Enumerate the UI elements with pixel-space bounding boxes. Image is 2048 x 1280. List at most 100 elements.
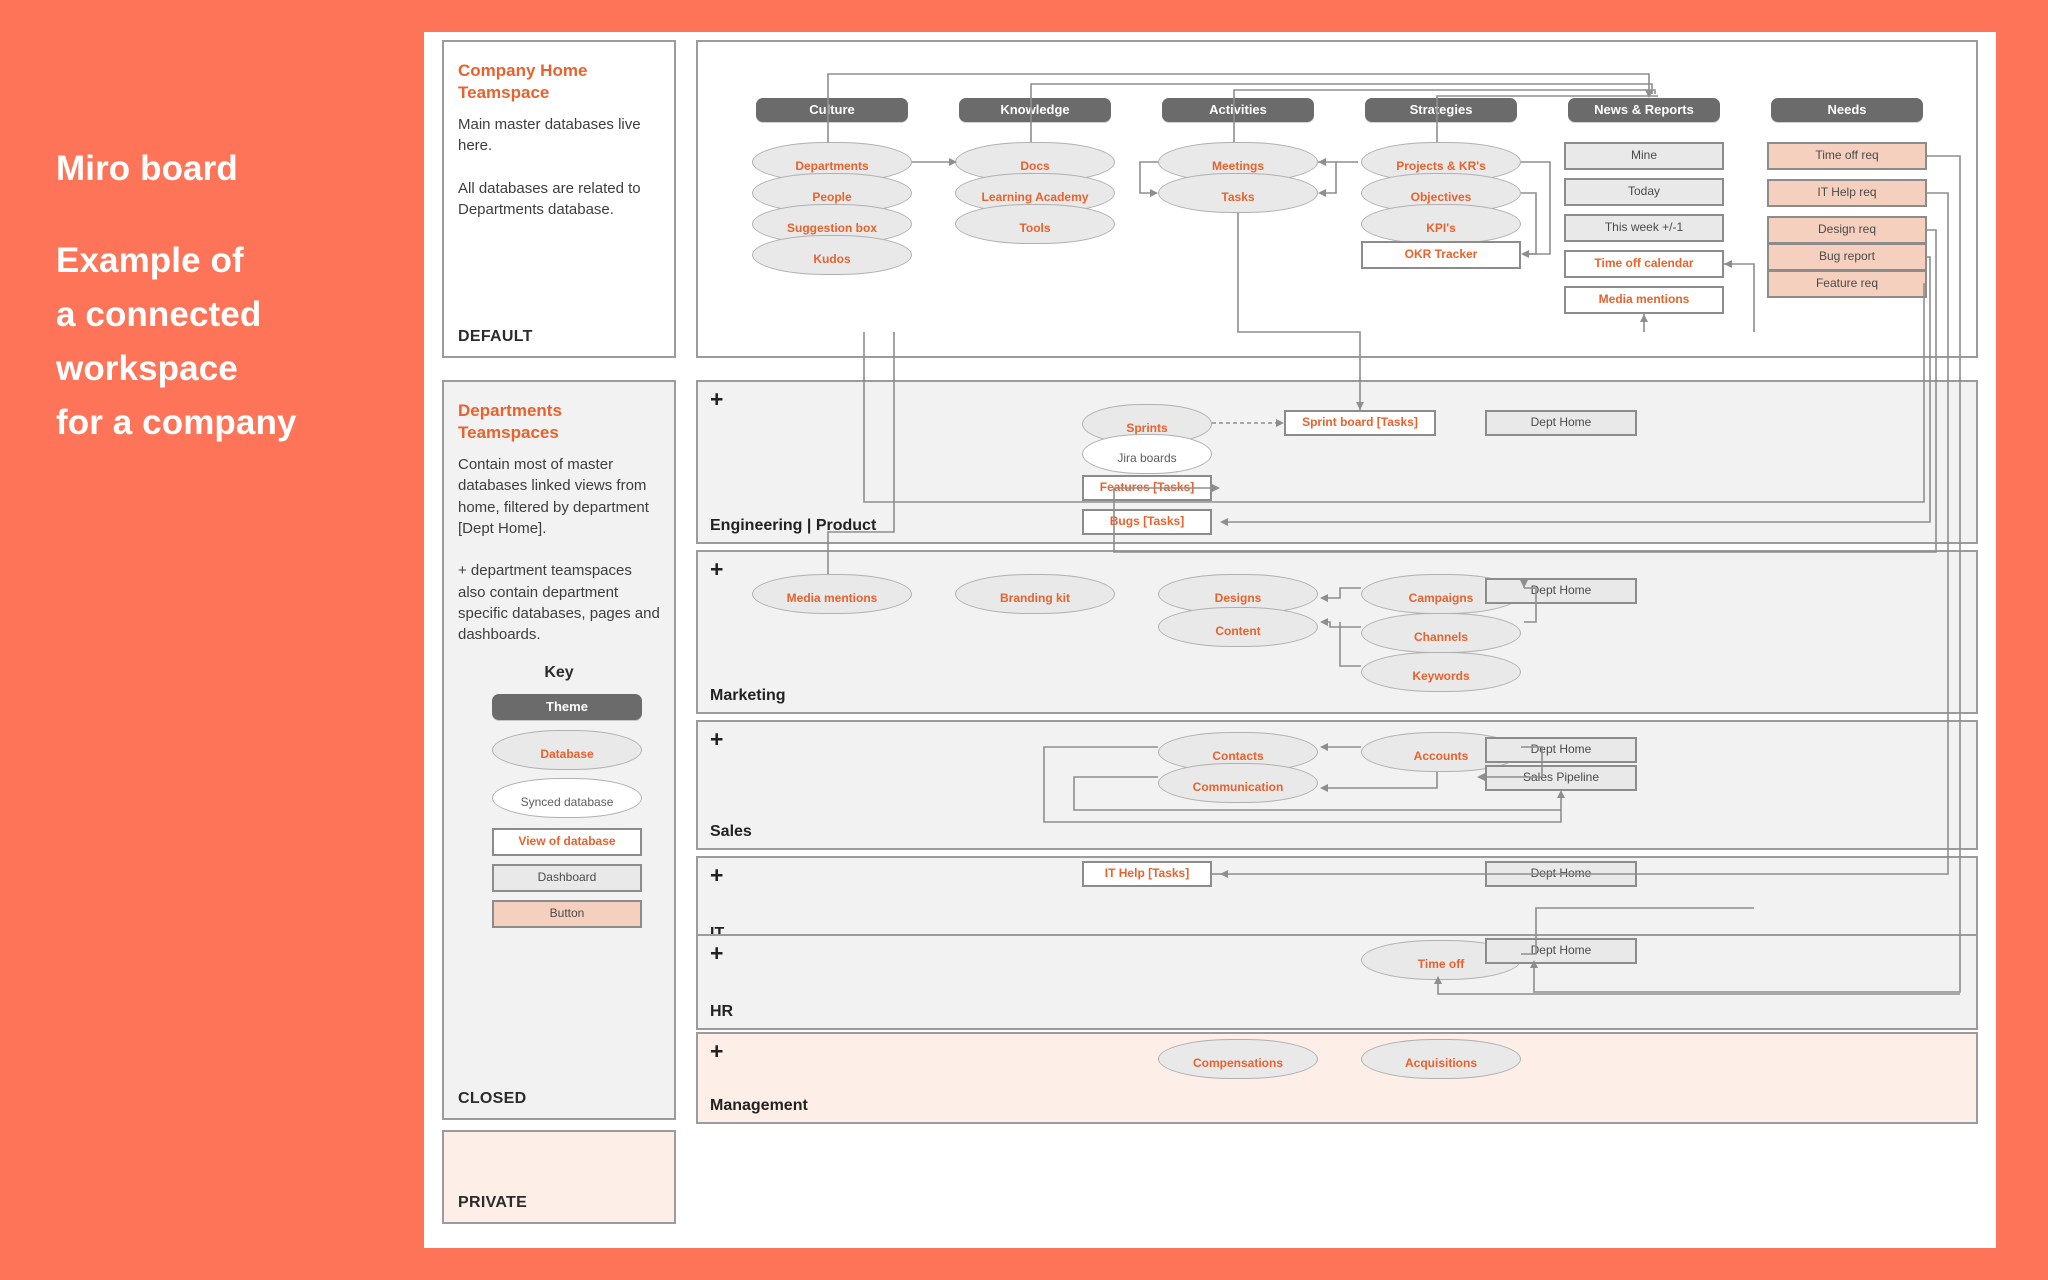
button-feature-req-label: Feature req [1815,276,1879,291]
row-sales[interactable]: + Sales [696,720,1978,850]
view-bugs-tasks[interactable]: Bugs [Tasks] [1082,509,1212,535]
key-item-theme: Theme [492,694,642,720]
db-meetings-label: Meetings [1211,159,1264,174]
theme-culture[interactable]: Culture [756,98,908,122]
dashboard-dept-home-sales[interactable]: Dept Home [1485,737,1637,763]
db-branding-kit-label: Branding kit [999,591,1070,606]
db-content[interactable]: Content [1158,607,1318,647]
db-tools[interactable]: Tools [955,204,1115,244]
db-docs-label: Docs [1020,159,1050,174]
key-item-button: Button [492,900,642,928]
view-time-off-calendar[interactable]: Time off calendar [1564,250,1724,278]
dashboard-dept-home-it[interactable]: Dept Home [1485,861,1637,887]
dashboard-dept-home-hr[interactable]: Dept Home [1485,938,1637,964]
view-sprint-board-tasks[interactable]: Sprint board [Tasks] [1284,410,1436,436]
panel-company-home-body: Main master databases live here. All dat… [458,116,641,219]
button-bug-report-label: Bug report [1818,249,1876,264]
key-item-theme-label: Theme [546,698,588,714]
intro-line-0: Miro board [56,149,238,188]
theme-activities[interactable]: Activities [1162,98,1314,122]
view-it-help-tasks[interactable]: IT Help [Tasks] [1082,861,1212,887]
db-acquisitions[interactable]: Acquisitions [1361,1039,1521,1079]
board-canvas[interactable]: Company Home Teamspace Main master datab… [424,32,1996,1248]
view-media-mentions[interactable]: Media mentions [1564,286,1724,314]
db-kpis[interactable]: KPI's [1361,204,1521,244]
button-feature-req[interactable]: Feature req [1767,270,1927,298]
db-accounts-label: Accounts [1413,749,1469,764]
button-it-help-req-label: IT Help req [1817,185,1877,200]
view-time-off-calendar-label: Time off calendar [1594,256,1694,271]
key-item-view-of-database: View of database [492,828,642,856]
row-management-add-icon[interactable]: + [710,1038,724,1064]
theme-strategies[interactable]: Strategies [1365,98,1517,122]
row-engineering-product[interactable]: + Engineering | Product [696,380,1978,544]
button-design-req[interactable]: Design req [1767,216,1927,244]
panel-private[interactable]: PRIVATE [442,1130,676,1224]
row-management[interactable]: + Management [696,1032,1978,1124]
row-sales-add-icon[interactable]: + [710,726,724,752]
button-bug-report[interactable]: Bug report [1767,243,1927,271]
db-keywords[interactable]: Keywords [1361,652,1521,692]
theme-strategies-label: Strategies [1409,101,1473,117]
row-it-add-icon[interactable]: + [710,862,724,888]
theme-activities-label: Activities [1209,101,1267,117]
db-communication[interactable]: Communication [1158,763,1318,803]
db-channels[interactable]: Channels [1361,613,1521,653]
db-jira-boards[interactable]: Jira boards [1082,434,1212,474]
db-suggestion-box-label: Suggestion box [787,221,877,236]
row-hr-add-icon[interactable]: + [710,940,724,966]
panel-departments[interactable]: Departments Teamspaces Contain most of m… [442,380,676,1120]
key-item-button-label: Button [549,906,585,921]
db-marketing-media-mentions[interactable]: Media mentions [752,574,912,614]
row-marketing[interactable]: + Marketing [696,550,1978,714]
key-item-synced-database-label: Synced database [520,795,614,810]
button-it-help-req[interactable]: IT Help req [1767,179,1927,207]
panel-company-home[interactable]: Company Home Teamspace Main master datab… [442,40,676,358]
key-item-database-label: Database [540,747,594,762]
db-kudos-label: Kudos [813,252,851,267]
db-acquisitions-label: Acquisitions [1404,1056,1477,1071]
view-sprint-board-tasks-label: Sprint board [Tasks] [1302,415,1418,430]
row-hr[interactable]: + HR [696,934,1978,1030]
key-item-database: Database [492,730,642,770]
dashboard-this-week[interactable]: This week +/-1 [1564,214,1724,242]
key-item-dashboard: Dashboard [492,864,642,892]
theme-news-reports[interactable]: News & Reports [1568,98,1720,122]
dashboard-mine[interactable]: Mine [1564,142,1724,170]
db-compensations-label: Compensations [1192,1056,1283,1071]
db-branding-kit[interactable]: Branding kit [955,574,1115,614]
dashboard-dept-home-it-label: Dept Home [1530,866,1592,881]
view-bugs-tasks-label: Bugs [Tasks] [1109,514,1185,529]
theme-knowledge[interactable]: Knowledge [959,98,1111,122]
dashboard-today[interactable]: Today [1564,178,1724,206]
dashboard-dept-home-marketing[interactable]: Dept Home [1485,578,1637,604]
button-time-off-req[interactable]: Time off req [1767,142,1927,170]
dashboard-dept-home-engineering[interactable]: Dept Home [1485,410,1637,436]
db-tasks[interactable]: Tasks [1158,173,1318,213]
view-media-mentions-label: Media mentions [1598,292,1690,307]
button-time-off-req-label: Time off req [1815,148,1879,163]
db-channels-label: Channels [1413,630,1468,645]
theme-needs[interactable]: Needs [1771,98,1923,122]
dashboard-today-label: Today [1627,184,1661,199]
dashboard-sales-pipeline[interactable]: Sales Pipeline [1485,765,1637,791]
view-it-help-tasks-label: IT Help [Tasks] [1104,866,1190,881]
row-engineering-add-icon[interactable]: + [710,386,724,412]
view-okr-tracker[interactable]: OKR Tracker [1361,241,1521,269]
view-okr-tracker-label: OKR Tracker [1404,247,1478,262]
button-design-req-label: Design req [1817,222,1877,237]
dashboard-dept-home-marketing-label: Dept Home [1530,583,1592,598]
db-departments-label: Departments [795,159,869,174]
intro-line-4: workspace [56,348,238,388]
theme-needs-label: Needs [1827,101,1867,117]
db-tasks-label: Tasks [1221,190,1255,205]
row-marketing-label: Marketing [710,687,786,704]
db-kudos[interactable]: Kudos [752,235,912,275]
intro-line-2: Example of [56,240,244,280]
db-communication-label: Communication [1192,780,1284,795]
row-marketing-add-icon[interactable]: + [710,556,724,582]
dashboard-dept-home-engineering-label: Dept Home [1530,415,1592,430]
panel-departments-title: Departments Teamspaces [458,401,562,442]
db-compensations[interactable]: Compensations [1158,1039,1318,1079]
view-features-tasks[interactable]: Features [Tasks] [1082,475,1212,501]
